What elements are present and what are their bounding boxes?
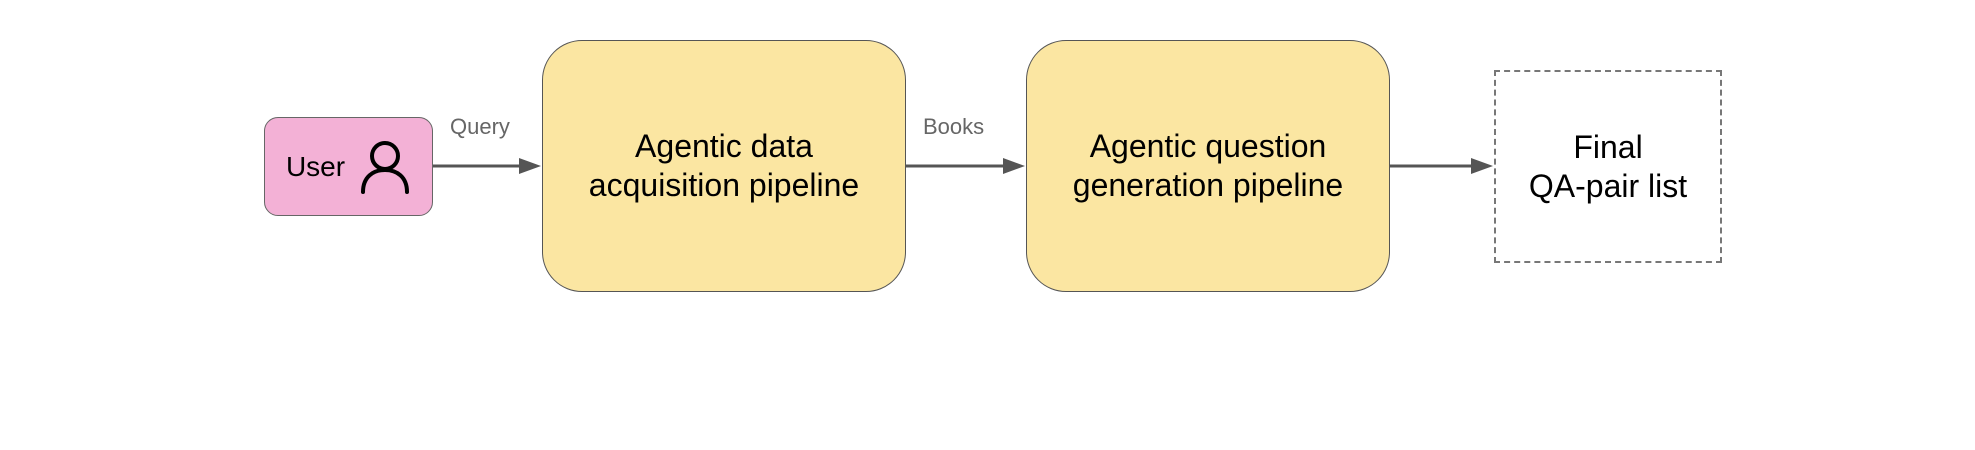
final-title-line1: Final [1573, 128, 1643, 165]
question-gen-title-line2: generation pipeline [1072, 167, 1344, 203]
edge-label-books: Books [923, 114, 985, 139]
final-qa-list-node: Final QA-pair list [1494, 70, 1722, 263]
arrow-user-to-acquisition [433, 158, 541, 174]
acquisition-title-line2: acquisition pipeline [588, 167, 860, 203]
user-node: User [264, 117, 433, 216]
arrow-question-to-final [1390, 158, 1493, 174]
acquisition-pipeline-node: Agentic data acquisition pipeline [542, 40, 906, 292]
arrow-acquisition-to-question [906, 158, 1025, 174]
question-generation-pipeline-node: Agentic question generation pipeline [1026, 40, 1390, 292]
user-label: User [285, 150, 346, 182]
edge-label-query: Query [450, 114, 510, 139]
final-title-line2: QA-pair list [1528, 167, 1688, 204]
acquisition-title-line1: Agentic data [635, 128, 813, 164]
question-gen-title-line1: Agentic question [1089, 128, 1327, 164]
person-icon [361, 140, 410, 194]
